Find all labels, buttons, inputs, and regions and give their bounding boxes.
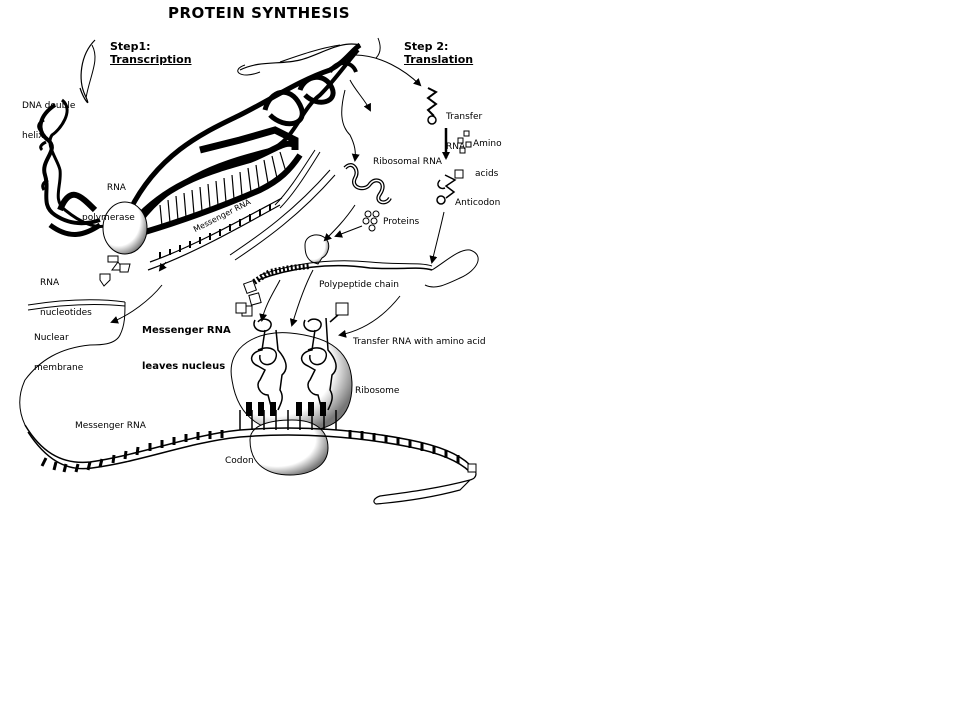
ribosomal-rna-shape	[343, 163, 392, 205]
label-rna-nucleotides: RNA nucleotides	[40, 258, 92, 328]
label-codon: Codon	[225, 456, 254, 466]
label-transfer-rna: Transfer RNA	[446, 92, 482, 162]
label-rna-polymerase-line2: polymerase	[82, 213, 135, 223]
label-transfer-rna-line1: Transfer	[446, 112, 483, 122]
label-nuclear-membrane-line1: Nuclear	[34, 333, 69, 343]
step2-label: Step 2:	[404, 40, 449, 53]
label-rna-nucleotides-line1: RNA	[40, 278, 60, 288]
label-dna-helix-line2: helix	[22, 131, 44, 141]
label-dna-helix: DNA double helix	[22, 81, 75, 151]
rna-nucleotides-shapes	[99, 255, 131, 287]
label-nuclear-membrane-line2: membrane	[34, 363, 84, 373]
label-transfer-rna-line2: RNA	[446, 142, 466, 152]
ribosome-large-subunit	[230, 332, 353, 433]
step1-label: Step1:	[110, 40, 151, 53]
label-anticodon: Anticodon	[455, 198, 501, 208]
step1-name: Transcription	[110, 53, 192, 66]
label-rna-polymerase: RNA polymerase	[82, 163, 135, 233]
messenger-rna-bottom-strand	[24, 410, 477, 505]
step2-heading: Step 2: Translation	[404, 40, 473, 66]
trna-charged	[436, 174, 457, 205]
label-polypeptide-chain: Polypeptide chain	[319, 280, 399, 290]
anticodon-blocks	[246, 402, 326, 416]
label-trna-with-amino-acid: Transfer RNA with amino acid	[353, 337, 486, 347]
ribosome-small-subunit	[249, 419, 329, 476]
process-arrows	[110, 54, 445, 338]
amino-acids-shapes	[454, 130, 472, 179]
label-messenger-rna-bottom: Messenger RNA	[75, 421, 146, 431]
label-mrna-leaves-line1: Messenger RNA	[142, 325, 231, 336]
label-amino-acids-line2: acids	[475, 169, 499, 179]
rna-polymerase-shape	[102, 201, 148, 255]
nuclear-membrane	[19, 249, 479, 426]
transfer-rna-top	[375, 37, 438, 125]
label-ribosome: Ribosome	[355, 386, 400, 396]
dna-double-helix	[37, 39, 362, 237]
label-proteins: Proteins	[383, 217, 420, 227]
label-mrna-leaves-line2: leaves nucleus	[142, 361, 226, 372]
proteins-shapes	[362, 210, 380, 232]
step1-heading: Step1: Transcription	[110, 40, 192, 66]
label-rna-polymerase-line1: RNA	[106, 183, 126, 193]
page-title: PROTEIN SYNTHESIS	[168, 4, 351, 22]
label-amino-acids-line1: Amino	[473, 139, 502, 149]
small-ribosome-subunit	[304, 234, 330, 265]
label-nuclear-membrane: Nuclear membrane	[34, 313, 83, 383]
label-mrna-leaves-nucleus: Messenger RNA leaves nucleus	[142, 301, 231, 385]
label-rna-nucleotides-line2: nucleotides	[40, 308, 92, 318]
label-amino-acids: Amino acids	[473, 119, 502, 189]
label-ribosomal-rna: Ribosomal RNA	[373, 157, 442, 167]
label-dna-helix-line1: DNA double	[22, 101, 76, 111]
polypeptide-chain	[235, 260, 433, 317]
amino-acid-box	[335, 302, 349, 316]
step2-name: Translation	[404, 53, 474, 66]
